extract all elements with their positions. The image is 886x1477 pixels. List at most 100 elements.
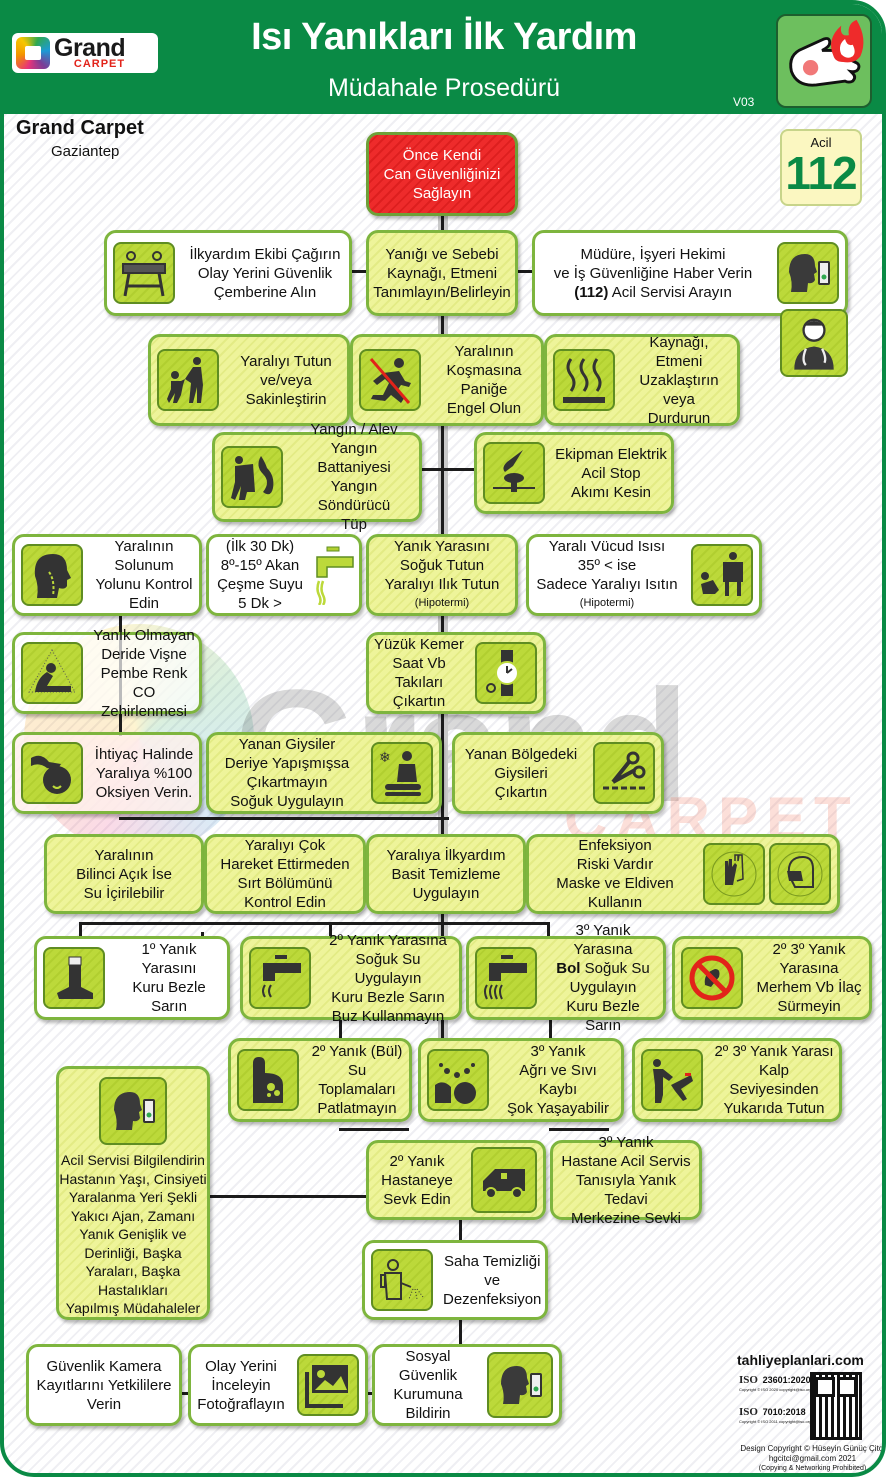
step-keep-cool: Yanık Yarasını Soğuk Tutun Yaralıyı Ilık… [366, 534, 518, 616]
caller-phone-icon [99, 1077, 167, 1145]
step-text: Acil Stop [581, 464, 641, 482]
step-text: Kullanın [587, 894, 643, 911]
step-identify-cause: Yanığı ve Sebebi Kaynağı, Etmeni Tanımla… [366, 230, 518, 316]
step-text: Acil Servisi Arayın [608, 283, 732, 301]
heat-waves-icon [553, 349, 615, 411]
step-text: Kaynağı, Etmeni [386, 264, 498, 282]
step-text: Soğuk Tutun [399, 557, 485, 574]
qr-code-icon[interactable] [810, 1372, 862, 1440]
step-text: Su Toplamaları [318, 1062, 396, 1098]
connector [547, 922, 550, 940]
doctor-icon [780, 309, 848, 377]
step-text: Yangın / Alev [310, 421, 398, 438]
step-shock-risk: 3º Yanık Ağrı ve Sıvı Kaybı Şok Yaşayabi… [418, 1038, 624, 1122]
connector [119, 817, 449, 820]
step-text: Kuru Bezle Sarın [566, 998, 640, 1034]
step-text: Uygulayın [412, 884, 480, 902]
emergency-stop-icon [483, 442, 545, 504]
step-text: Derinliği, Başka [84, 1244, 182, 1261]
step-text: 5 Dk > [238, 595, 282, 612]
step-text: Kuru Bezle [132, 979, 206, 996]
step-text: Yaralıyı Çok [244, 837, 326, 854]
svg-text:❄: ❄ [379, 749, 391, 765]
step-text: Can Güvenliğinizi [383, 165, 501, 183]
iso-logo-icon: ISO [739, 1406, 758, 1418]
step-no-ointment: 2º 3º Yanık Yarasına Merhem Vb İlaç Sürm… [672, 936, 872, 1020]
step-text: ve İş Güvenliğine Haber Verin [553, 264, 753, 282]
barrier-icon [113, 242, 175, 304]
step-text: Çıkartın [494, 783, 548, 801]
step-text: Yanık Yarasını [394, 538, 490, 555]
step-text: Acil Servisi Bilgilendirin [61, 1152, 205, 1168]
step-text: Kaynağı, Etmeni [649, 333, 709, 370]
step-text: Yaralıyı Ilık Tutun [384, 576, 500, 593]
step-text: Olay Yerini Güvenlik [197, 264, 333, 282]
step-text: Yapılmış Müdahaleler [65, 1300, 201, 1316]
step-text: Yaralının [114, 538, 174, 555]
step-text: Çıkartmayın [246, 774, 328, 791]
step-text: ve [484, 1271, 501, 1289]
step-text: (İlk 30 Dk) [225, 538, 295, 555]
step-text: Yaraları, Başka [85, 1263, 181, 1279]
step-give-oxygen: İhtiyaç Halinde Yaralıya %100 Oksiyen Ve… [12, 732, 202, 814]
step-text: Kontrol Edin [244, 894, 326, 911]
face-mask-icon [769, 843, 831, 905]
step-remove-source: Kaynağı, Etmeni Uzaklaştırın veya Durdur… [544, 333, 740, 427]
step-text: Solunum [114, 557, 174, 574]
step-text: Kuru Bezle Sarın [331, 988, 445, 1006]
step-text: Uygulayın [569, 979, 637, 996]
step-text: Deriye Yapışmışsa [224, 755, 350, 772]
iso-logo-icon: ISO [739, 1374, 758, 1386]
step-text: 3º Yanık [598, 1133, 654, 1151]
step-inform-emergency: Acil Servisi Bilgilendirin Hastanın Yaşı… [56, 1066, 210, 1320]
step-text: Yaralıya İlkyardım [386, 846, 506, 864]
step-text: 2º 3º Yanık Yarasına [772, 941, 846, 977]
step-text: Engel Olun [446, 400, 522, 417]
page-title: Isı Yanıkları İlk Yardım [251, 16, 637, 58]
step-text: Sağlayın [412, 184, 472, 202]
step-text: Kayıtlarını Yetkililere [36, 1376, 172, 1394]
step-text: Hastalıkları [97, 1281, 168, 1298]
logo-grand-text: Grand [54, 34, 126, 62]
step-text: Pembe Renk [100, 664, 188, 682]
burned-hand-icon [776, 14, 872, 108]
step-infection-risk: Enfeksiyon Riski Vardır Maske ve Eldiven… [526, 834, 840, 914]
step-text: Ağrı ve Sıvı Kaybı [519, 1062, 597, 1098]
step-text: Sosyal Güvenlik [398, 1348, 458, 1384]
step-text: Yaralının [94, 846, 154, 864]
connector [409, 468, 479, 471]
website-link[interactable]: tahliyeplanlari.com [737, 1352, 864, 1368]
step-text: Durdurun [647, 409, 711, 427]
iso-copyright: Copyright © ISO 2011 copyright@iso.org [739, 1419, 812, 1424]
step-text: Fotoğraflayın [197, 1395, 285, 1413]
step-text: Şok Yaşayabilir [507, 1100, 609, 1117]
watch-icon [475, 642, 537, 704]
step-text: Koşmasına [446, 362, 522, 379]
step-text: Çeşme Suyu [217, 576, 303, 593]
page-subtitle: Müdahale Prosedürü [327, 74, 561, 102]
step-text: Basit Temizleme [391, 865, 501, 883]
step-elevate: 2º 3º Yanık Yarası Kalp Seviyesinden Yuk… [632, 1038, 842, 1122]
step-co-poisoning: Yanık Olmayan Deride Vişne Pembe Renk CO… [12, 627, 202, 720]
step-text: Bol Soğuk Su [547, 959, 659, 978]
step-text: İnceleyin [211, 1376, 271, 1394]
step-text: 2º 3º Yanık Yarası [714, 1043, 834, 1060]
step-text: Güvenlik Kamera [46, 1357, 162, 1375]
step-text: Yaralıyı Tutun [240, 352, 332, 370]
elevate-limb-icon [641, 1049, 703, 1111]
iso-standard: 7010:2018 [762, 1407, 806, 1417]
step-text: Akımı Kesin [570, 483, 652, 501]
step-text: ve/veya [260, 371, 312, 389]
step-text: Merkezine Sevki [570, 1209, 682, 1227]
emergency-number-badge: Acil 112 [780, 129, 862, 206]
step-text: Merhem Vb İlaç [756, 979, 862, 996]
iso-copyright: Copyright © ISO 2020 copyright@iso.org [739, 1387, 812, 1392]
step-text: Yolunu Kontrol [95, 576, 193, 593]
step-photograph-scene: Olay Yerini İnceleyin Fotoğraflayın [188, 1344, 368, 1426]
step-text: Yanan Giysiler [238, 736, 336, 753]
step-text: Yaralıya %100 [95, 764, 193, 782]
step-burn-center: 3º Yanık Hastane Acil Servis Tanısıyla Y… [550, 1134, 702, 1227]
step-text: Bilinci Açık İse [76, 865, 172, 883]
step-notify-manager: Müdüre, İşyeri Hekimi ve İş Güvenliğine … [532, 230, 848, 316]
step-text: Patlatmayın [317, 1100, 397, 1117]
